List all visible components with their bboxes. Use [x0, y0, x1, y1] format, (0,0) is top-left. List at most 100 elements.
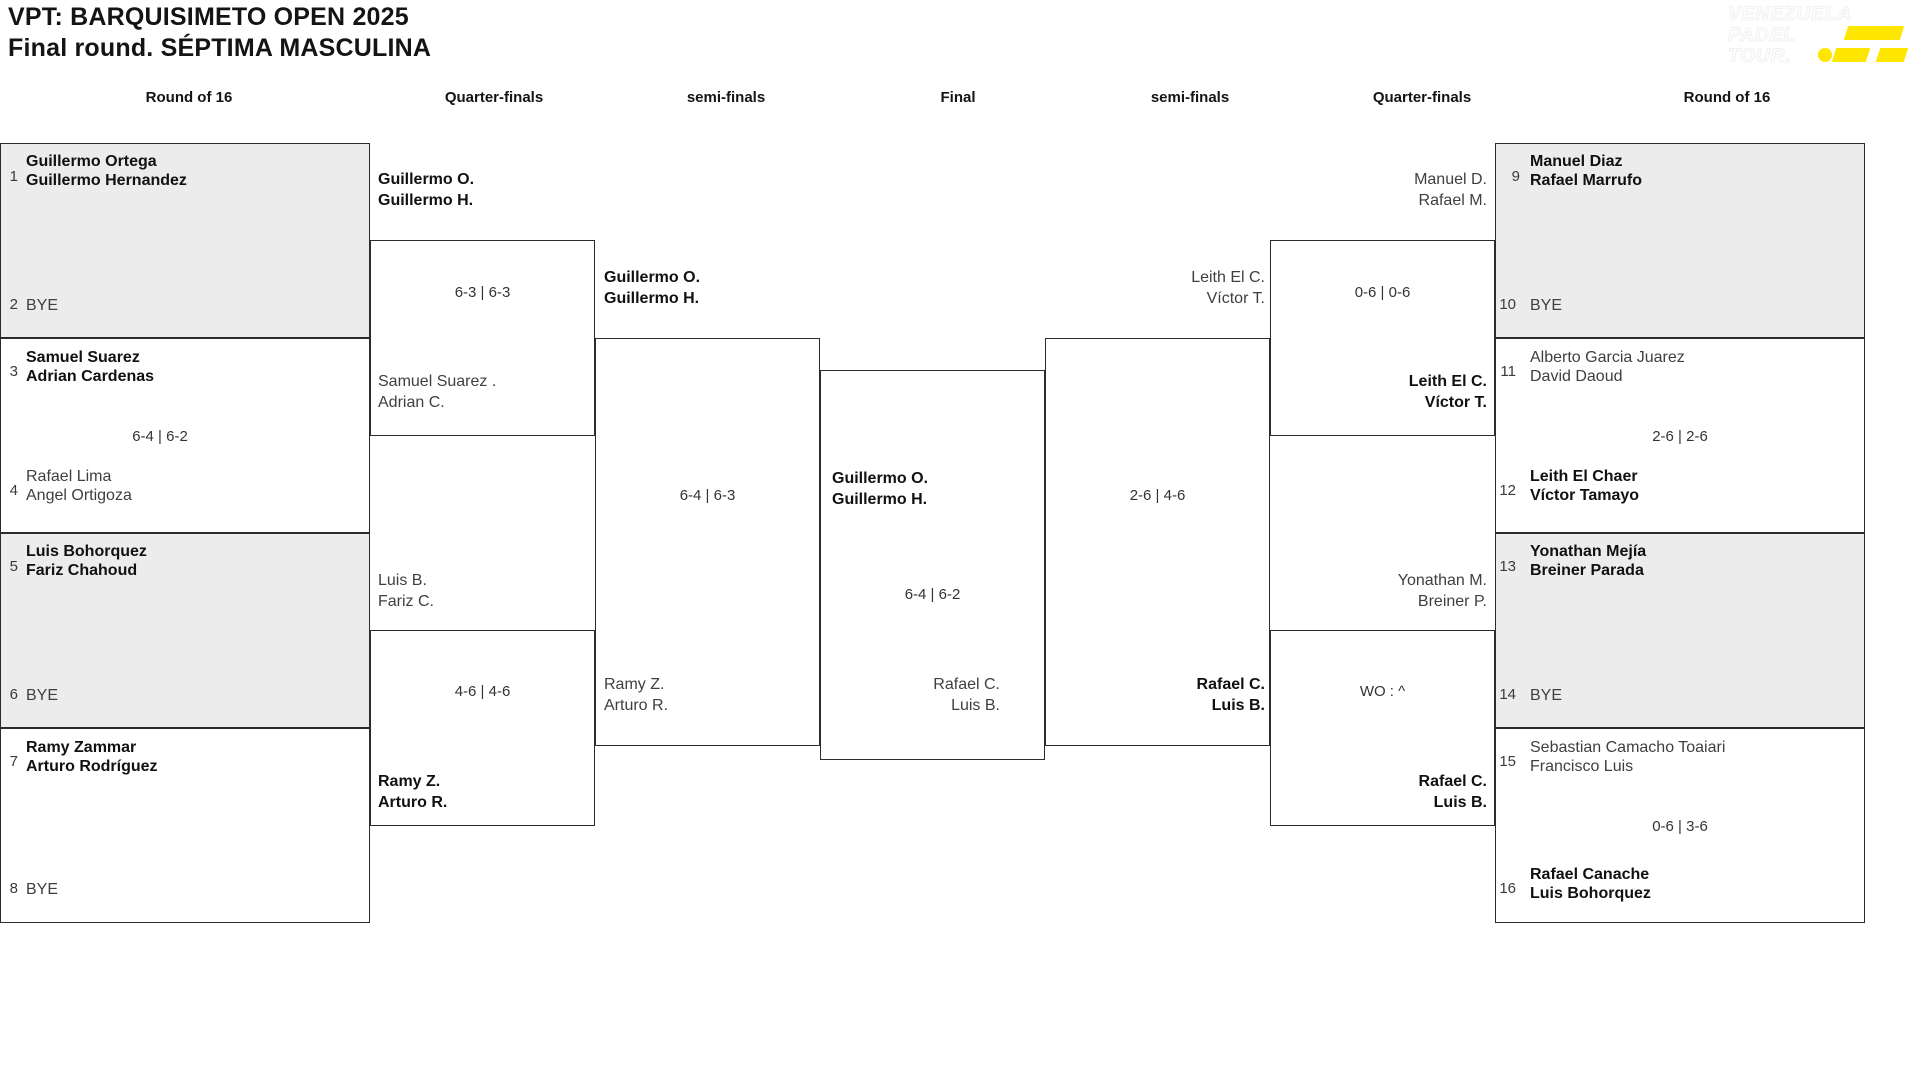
champion-player-1: Guillermo O. [832, 470, 929, 487]
table-row[interactable] [1495, 338, 1865, 533]
qf-loser-player-2: Breiner P. [1417, 593, 1487, 610]
round-header-left-qf: Quarter-finals [444, 89, 544, 106]
sf-loser-player-1: Leith El C. [1191, 269, 1265, 286]
runner-up-player-2: Luis B. [951, 697, 1000, 714]
team-player-2: Arturo Rodríguez [26, 758, 158, 775]
team-player-2: Luis Bohorquez [1530, 885, 1651, 902]
seed-number: 13 [1499, 558, 1516, 575]
team-player-2: Fariz Chahoud [26, 562, 138, 579]
logo-accent-bar-3 [1875, 48, 1909, 62]
seed-number: 3 [9, 363, 18, 380]
seed-number: 14 [1499, 686, 1516, 703]
team-player-2: Rafael Marrufo [1530, 172, 1643, 189]
team-player-1: Rafael Canache [1530, 866, 1650, 883]
logo-accent-bar-2 [1831, 48, 1871, 62]
team-player-2: David Daoud [1530, 368, 1623, 385]
round-header-final: Final [940, 89, 976, 106]
team-player-1: Luis Bohorquez [26, 543, 147, 560]
team-player-1: Sebastian Camacho Toaiari [1530, 739, 1726, 756]
qf-winner-player-2: Víctor T. [1424, 394, 1487, 411]
seed-number: 11 [1500, 363, 1516, 380]
seed-number: 2 [9, 296, 18, 313]
match-connector[interactable] [1045, 338, 1270, 746]
seed-number: 10 [1499, 296, 1516, 313]
team-bye: BYE [26, 687, 59, 704]
round-header-right-r16: Round of 16 [1683, 89, 1771, 106]
tournament-round-category: Final round. SÉPTIMA MASCULINA [8, 34, 432, 62]
qf-winner-player-2: Arturo R. [378, 794, 448, 811]
team-bye: BYE [1530, 297, 1563, 314]
seed-number: 6 [9, 686, 18, 703]
team-player-1: Alberto Garcia Juarez [1530, 349, 1685, 366]
table-row[interactable] [0, 728, 370, 923]
seed-number: 9 [1511, 168, 1520, 185]
match-score: 2-6 | 2-6 [1652, 428, 1708, 445]
qf-loser-player-2: Rafael M. [1418, 192, 1487, 209]
sf-winner-player-2: Guillermo H. [604, 290, 700, 307]
qf-winner-player-2: Luis B. [1433, 794, 1487, 811]
sf-loser-player-2: Arturo R. [604, 697, 669, 714]
match-score: WO : ^ [1359, 683, 1406, 700]
team-player-2: Francisco Luis [1530, 758, 1634, 775]
match-score: 0-6 | 3-6 [1652, 818, 1708, 835]
qf-winner-player-1: Leith El C. [1408, 373, 1487, 390]
sf-winner-player-1: Rafael C. [1196, 676, 1265, 693]
team-player-2: Víctor Tamayo [1530, 487, 1640, 504]
table-row[interactable] [0, 533, 370, 728]
seed-number: 15 [1499, 753, 1516, 770]
table-row[interactable] [1495, 728, 1865, 923]
seed-number: 5 [9, 558, 18, 575]
qf-winner-player-1: Ramy Z. [378, 773, 441, 790]
qf-loser-player-1: Manuel D. [1414, 171, 1487, 188]
team-player-1: Samuel Suarez [26, 349, 140, 366]
team-player-1: Guillermo Ortega [26, 153, 157, 170]
team-bye: BYE [26, 297, 59, 314]
qf-winner-player-1: Guillermo O. [378, 171, 475, 188]
match-score: 6-3 | 6-3 [454, 284, 511, 301]
tournament-name: VPT: BARQUISIMETO OPEN 2025 [8, 3, 409, 31]
logo-accent-dot [1818, 48, 1832, 62]
round-header-left-r16: Round of 16 [145, 89, 233, 106]
table-row[interactable] [1495, 143, 1865, 338]
sf-loser-player-1: Ramy Z. [604, 676, 665, 693]
team-player-1: Leith El Chaer [1530, 468, 1638, 485]
team-bye: BYE [26, 881, 59, 898]
seed-number: 7 [9, 753, 18, 770]
team-player-2: Guillermo Hernandez [26, 172, 187, 189]
seed-number: 1 [9, 168, 18, 185]
match-connector[interactable] [595, 338, 820, 746]
table-row[interactable] [1495, 533, 1865, 728]
round-header-right-sf: semi-finals [1150, 89, 1230, 106]
logo-line-tour: TOUR. [1728, 46, 1792, 68]
sf-loser-player-2: Víctor T. [1206, 290, 1265, 307]
seed-number: 8 [9, 880, 18, 897]
table-row[interactable] [0, 143, 370, 338]
match-connector[interactable] [1270, 630, 1495, 826]
seed-number: 12 [1499, 482, 1516, 499]
match-score: 4-6 | 4-6 [454, 683, 511, 700]
champion-player-2: Guillermo H. [832, 491, 928, 508]
seed-number: 4 [9, 482, 18, 499]
sf-winner-player-2: Luis B. [1211, 697, 1265, 714]
team-player-2: Breiner Parada [1530, 562, 1644, 579]
seed-number: 16 [1499, 880, 1516, 897]
table-row[interactable] [0, 338, 370, 533]
round-header-right-qf: Quarter-finals [1372, 89, 1472, 106]
team-player-1: Ramy Zammar [26, 739, 137, 756]
match-score: 6-4 | 6-3 [679, 487, 736, 504]
qf-loser-player-1: Luis B. [378, 572, 427, 589]
qf-loser-player-2: Fariz C. [378, 593, 434, 610]
team-bye: BYE [1530, 687, 1563, 704]
match-connector[interactable] [370, 240, 595, 436]
venezuela-padel-tour-logo: VENEZUELA PADEL TOUR. [1727, 4, 1909, 70]
team-player-2: Adrian Cardenas [26, 368, 155, 385]
match-score: 6-4 | 6-2 [132, 428, 188, 445]
match-connector[interactable] [1270, 240, 1495, 436]
match-score: 2-6 | 4-6 [1129, 487, 1186, 504]
qf-winner-player-2: Guillermo H. [378, 192, 474, 209]
team-player-1: Rafael Lima [26, 468, 112, 485]
team-player-1: Manuel Diaz [1530, 153, 1623, 170]
final-match-connector[interactable] [820, 370, 1045, 760]
match-connector[interactable] [370, 630, 595, 826]
